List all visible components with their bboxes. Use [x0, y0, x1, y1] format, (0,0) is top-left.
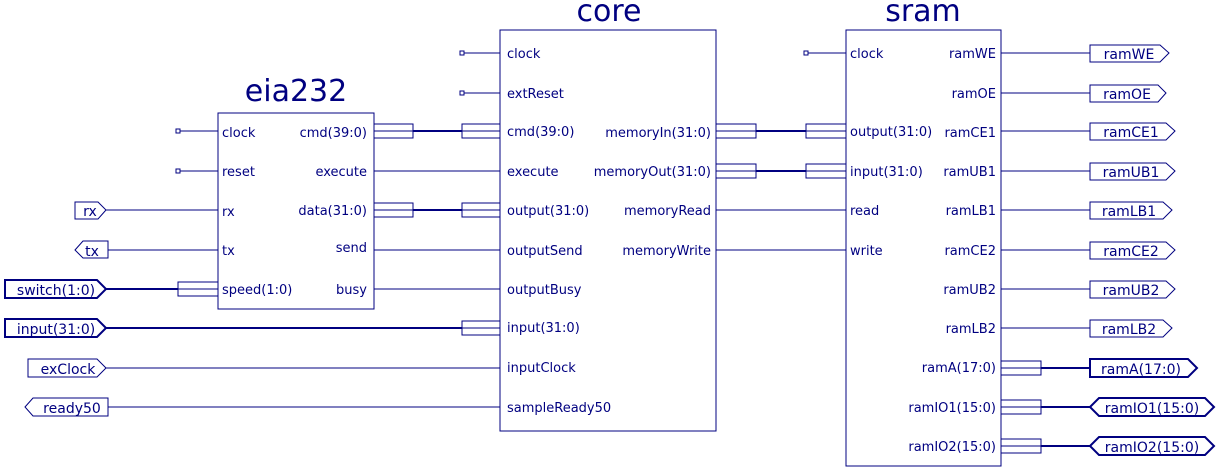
eia232-pin-busy: busy — [336, 283, 367, 298]
core-pin-outputbusy: outputBusy — [507, 283, 582, 298]
port-rx-label: rx — [83, 204, 97, 220]
sram-pin-ramoe: ramOE — [952, 87, 996, 102]
nets-eia232-core — [373, 123, 501, 290]
port-ramio1-label: ramIO1(15:0) — [1105, 401, 1199, 417]
sram-pin-ramio2: ramIO2(15:0) — [908, 440, 996, 455]
port-ready50-label: ready50 — [43, 401, 101, 417]
core-pin-outputsend: outputSend — [507, 244, 583, 259]
port-exclock[interactable] — [27, 358, 107, 378]
core-pin-memoryread: memoryRead — [624, 204, 711, 219]
port-ramwe[interactable] — [1089, 44, 1170, 63]
port-ramlb1-label: ramLB1 — [1102, 204, 1156, 220]
sram-body — [845, 29, 1002, 467]
port-ramub1[interactable] — [1089, 162, 1176, 181]
core-pin-memoryout: memoryOut(31:0) — [594, 165, 711, 180]
core-pin-inputclock: inputClock — [507, 361, 576, 376]
port-ramlb2[interactable] — [1089, 319, 1173, 338]
sram-pin-ramlb2: ramLB2 — [946, 322, 996, 337]
eia232-pin-rx: rx — [222, 205, 235, 220]
core-pin-extreset: extReset — [507, 87, 564, 102]
sram-pin-ramlb1: ramLB1 — [946, 204, 996, 219]
port-ramub2-label: ramUB2 — [1103, 283, 1160, 299]
port-ramoe[interactable] — [1089, 84, 1167, 103]
port-ramce1-label: ramCE1 — [1103, 125, 1159, 141]
eia232-pin-clock: clock — [222, 126, 256, 141]
core-pin-output: output(31:0) — [507, 204, 589, 219]
eia232-pin-cmd: cmd(39:0) — [300, 126, 367, 141]
eia232-pin-tx: tx — [222, 244, 235, 259]
sram-pin-ramio1: ramIO1(15:0) — [908, 401, 996, 416]
sram-pin-ramce1: ramCE1 — [944, 126, 996, 141]
terminal-icon — [803, 50, 809, 56]
port-ramwe-label: ramWE — [1104, 47, 1155, 63]
sram-pin-input: input(31:0) — [850, 165, 923, 180]
right-ports: ramWE ramOE ramCE1 ramUB1 ramLB1 ramCE2 … — [1000, 44, 1216, 456]
port-switch-label: switch(1:0) — [17, 283, 95, 299]
port-ramlb2-label: ramLB2 — [1102, 322, 1156, 338]
port-ramub2[interactable] — [1089, 280, 1176, 299]
unconnected-pins — [175, 50, 846, 174]
port-exclock-label: exClock — [41, 362, 97, 378]
sram-pin-rama: ramA(17:0) — [922, 361, 996, 376]
sram-pin-read: read — [850, 204, 879, 219]
sram-pin-ramub1: ramUB1 — [943, 165, 996, 180]
port-ramio2[interactable] — [1088, 436, 1216, 456]
core-body — [499, 29, 717, 432]
eia232-pin-reset: reset — [222, 165, 255, 180]
nets-core-sram — [715, 123, 847, 251]
core-pin-input: input(31:0) — [507, 321, 580, 336]
port-rx[interactable] — [74, 201, 107, 220]
sram-title: sram — [885, 0, 961, 29]
eia232-pin-speed: speed(1:0) — [222, 283, 292, 298]
sram-pin-ramub2: ramUB2 — [943, 283, 996, 298]
eia232-block[interactable]: eia232 clock reset rx tx speed(1:0) cmd(… — [217, 74, 375, 310]
eia232-body — [217, 112, 375, 310]
core-pin-execute: execute — [507, 165, 559, 180]
terminal-icon — [459, 50, 465, 56]
port-switch[interactable] — [4, 279, 108, 299]
core-pin-cmd: cmd(39:0) — [507, 125, 574, 140]
sram-pin-output: output(31:0) — [850, 125, 932, 140]
terminal-icon — [175, 168, 181, 174]
terminal-icon — [175, 128, 181, 134]
sram-pin-ramwe: ramWE — [949, 47, 996, 62]
sram-pin-ramce2: ramCE2 — [944, 244, 996, 259]
port-ramce2[interactable] — [1089, 241, 1176, 260]
terminal-icon — [459, 90, 465, 96]
eia232-title: eia232 — [245, 74, 347, 109]
port-ramio2-label: ramIO2(15:0) — [1105, 440, 1199, 456]
port-ramub1-label: ramUB1 — [1103, 165, 1160, 181]
port-ramlb1[interactable] — [1089, 201, 1173, 220]
sram-pin-write: write — [850, 244, 883, 259]
eia232-pin-send: send — [336, 241, 367, 256]
core-block[interactable]: core clock extReset cmd(39:0) execute ou… — [499, 0, 717, 432]
core-pin-sampleready50: sampleReady50 — [507, 401, 611, 416]
port-tx-label: tx — [85, 244, 99, 260]
port-ramce1[interactable] — [1089, 122, 1176, 141]
port-input[interactable] — [4, 318, 108, 338]
port-ramoe-label: ramOE — [1103, 87, 1151, 103]
port-ramio1[interactable] — [1088, 397, 1216, 417]
port-input-label: input(31:0) — [17, 322, 95, 338]
eia232-pin-data: data(31:0) — [298, 204, 367, 219]
core-pin-clock: clock — [507, 47, 541, 62]
sram-pin-clock: clock — [850, 47, 884, 62]
port-ramce2-label: ramCE2 — [1103, 244, 1159, 260]
port-rama-label: ramA(17:0) — [1101, 362, 1181, 378]
eia232-pin-execute: execute — [315, 165, 367, 180]
core-pin-memoryin: memoryIn(31:0) — [605, 126, 711, 141]
left-ports: rx tx switch(1:0) input(31:0) exClock re… — [4, 201, 501, 417]
core-title: core — [577, 0, 642, 29]
port-rama[interactable] — [1089, 358, 1199, 378]
core-pin-memorywrite: memoryWrite — [622, 244, 711, 259]
sram-block[interactable]: sram clock output(31:0) input(31:0) read… — [845, 0, 1002, 467]
